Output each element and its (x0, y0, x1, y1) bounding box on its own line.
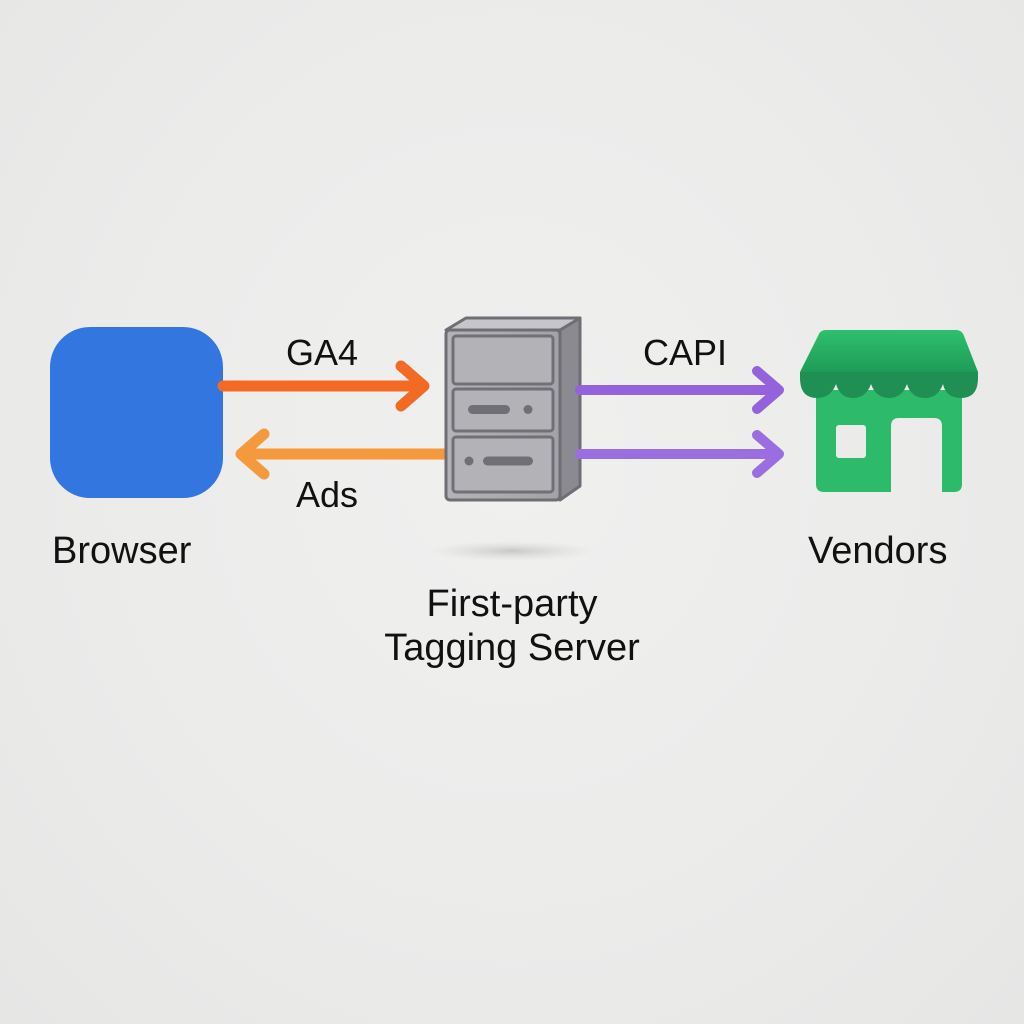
server-led-top (523, 405, 533, 414)
vendors-label: Vendors (808, 530, 948, 572)
vendor-lower-arrow (575, 430, 784, 478)
server-shadow (428, 541, 596, 561)
ads-label: Ads (296, 474, 359, 515)
server-tower-icon (444, 316, 582, 502)
ads-arrow (235, 428, 450, 480)
browser-label: Browser (52, 530, 192, 572)
server-label: First-party Tagging Server (312, 582, 712, 670)
server-led-bottom (464, 456, 474, 466)
browser-window-icon (50, 327, 223, 498)
server-label-line2: Tagging Server (384, 627, 640, 669)
server-label-line1: First-party (426, 583, 598, 625)
capi-arrow (575, 366, 784, 414)
storefront-icon (800, 330, 978, 492)
capi-label: CAPI (643, 332, 728, 373)
ga4-label: GA4 (286, 332, 359, 373)
ga4-arrow (217, 360, 430, 412)
